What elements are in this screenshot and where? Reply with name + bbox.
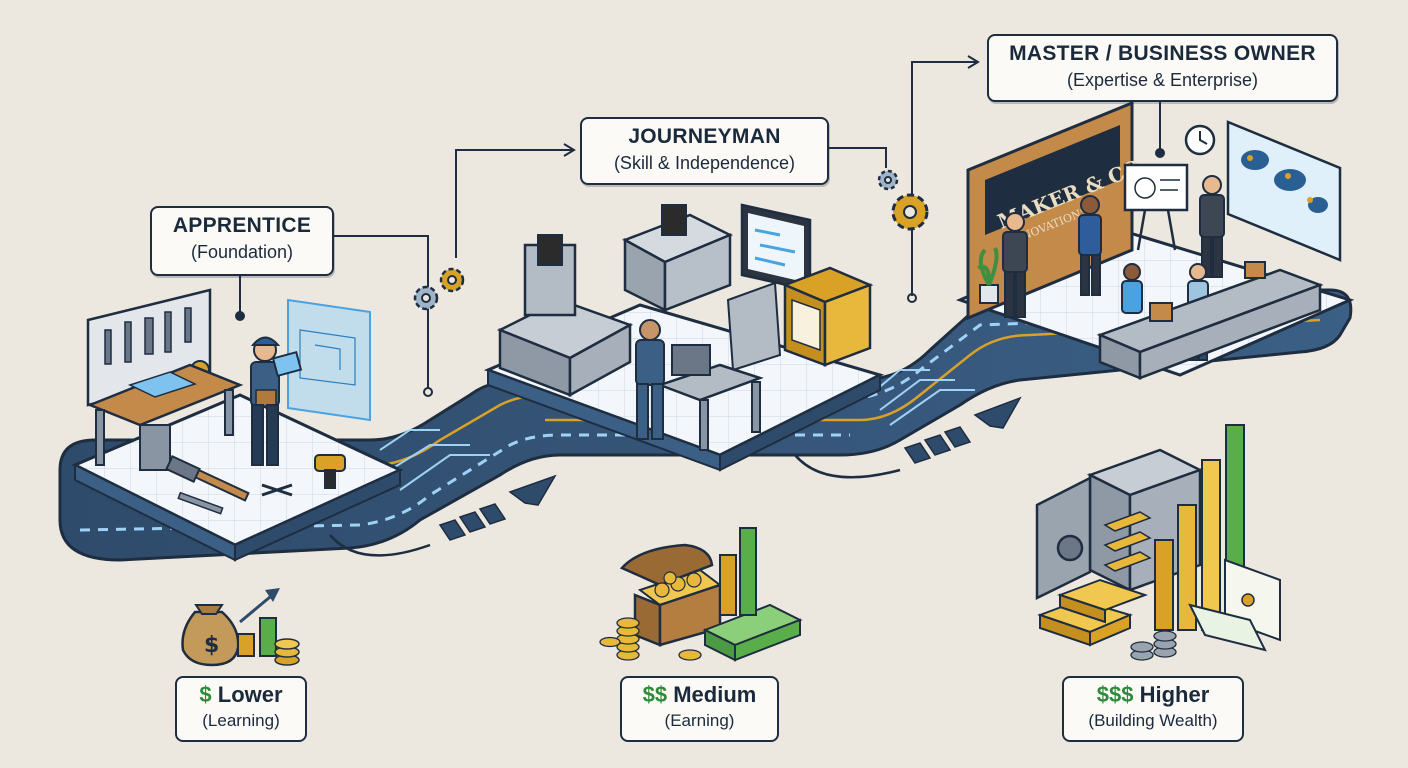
journeyman-title: JOURNEYMAN (628, 125, 781, 148)
hammer-icon (165, 454, 250, 502)
world-map-screen (1226, 120, 1342, 262)
plant-icon (977, 247, 999, 304)
journeyman-platform (483, 203, 885, 472)
connector-lines (235, 55, 1165, 397)
svg-text:$: $ (204, 633, 219, 658)
apprentice-platform (71, 288, 404, 562)
lower-symbol: $ (199, 682, 212, 707)
higher-label: Higher (1139, 682, 1210, 707)
master-subtitle: (Expertise & Enterprise) (1066, 70, 1259, 90)
lower-label: Lower (217, 682, 283, 707)
medium-subtitle: (Earning) (664, 711, 735, 730)
certificate-icon (1188, 558, 1281, 652)
medium-symbol: $$ (642, 682, 668, 707)
apprentice-subtitle: (Foundation) (190, 242, 294, 262)
journeyman-subtitle: (Skill & Independence) (613, 153, 796, 173)
apprentice-worker (250, 336, 303, 466)
journeyman-worker (635, 319, 665, 440)
wrench-icon (177, 491, 224, 515)
treasure-chest-icon (599, 543, 723, 661)
gear-icon (413, 169, 929, 311)
apprentice-title: APPRENTICE (172, 214, 312, 237)
lower-earnings-label: $ Lower (Learning) (175, 676, 307, 742)
journeyman-stage-label: JOURNEYMAN (Skill & Independence) (580, 117, 829, 185)
higher-subtitle: (Building Wealth) (1088, 711, 1218, 730)
higher-symbol: $$$ (1096, 682, 1134, 707)
milling-machine-icon (622, 204, 734, 313)
lower-subtitle: (Learning) (202, 711, 280, 730)
progress-arrows (329, 396, 1022, 557)
wall-clock-icon (1184, 124, 1216, 156)
3d-printer-icon (781, 266, 874, 367)
master-title: MASTER / BUSINESS OWNER (1009, 42, 1316, 65)
medium-label: Medium (673, 682, 757, 707)
small-growth-chart (237, 588, 300, 666)
money-bag-icon: $ (181, 604, 240, 667)
coin-stacks-icon (1130, 630, 1177, 661)
vault-icon (1035, 448, 1204, 601)
higher-earnings-label: $$$ Higher (Building Wealth) (1062, 676, 1244, 742)
medium-earnings-label: $$ Medium (Earning) (620, 676, 779, 742)
cash-stack-icon (702, 527, 803, 662)
master-stage-label: MASTER / BUSINESS OWNER (Expertise & Ent… (987, 34, 1338, 102)
master-platform: MAKER & CO. INNOVATIONS (955, 100, 1355, 380)
pliers-icon (261, 483, 293, 497)
cnc-machine-icon (496, 234, 634, 398)
gold-bars-icon (1037, 578, 1148, 647)
presentation-board-icon (1123, 163, 1189, 251)
monitor-icon (740, 203, 812, 292)
apprentice-stage-label: APPRENTICE (Foundation) (150, 206, 334, 276)
power-drill-icon (314, 454, 346, 489)
